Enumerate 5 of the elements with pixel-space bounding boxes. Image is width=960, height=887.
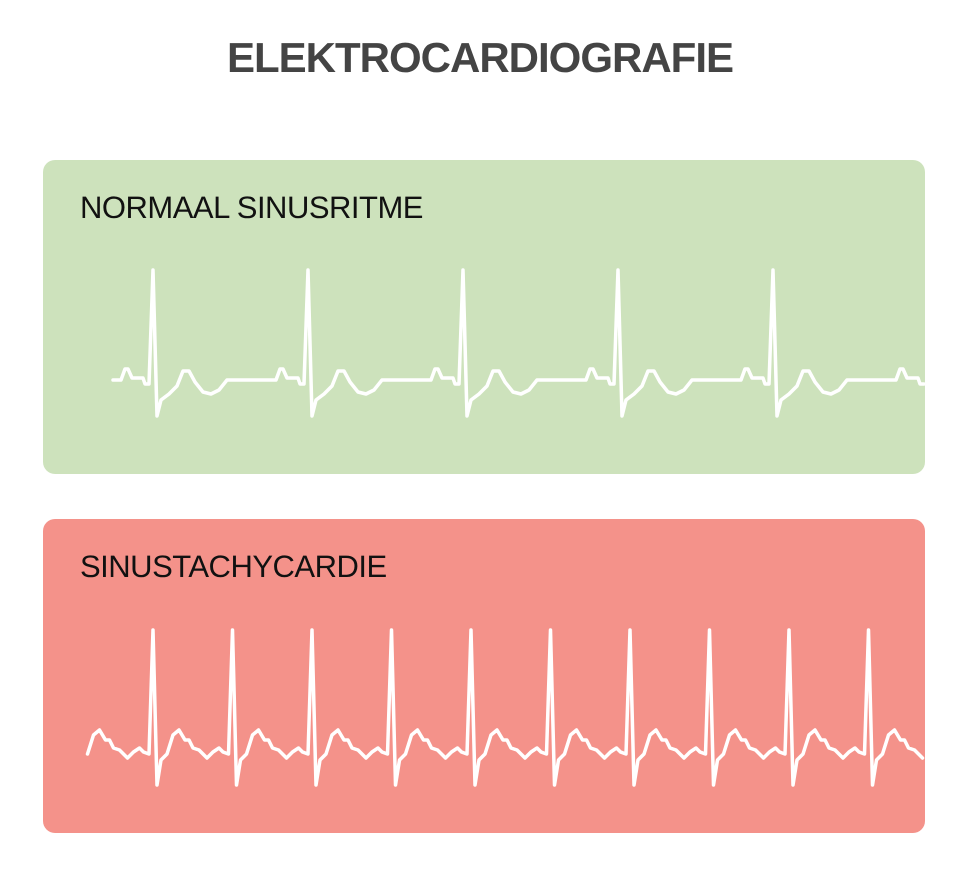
page-title: ELEKTROCARDIOGRAFIE	[226, 34, 734, 82]
panel-heading: NORMAAL SINUSRITME	[80, 190, 423, 226]
panel	[43, 160, 925, 474]
panel	[43, 519, 925, 833]
panel-heading: SINUSTACHYCARDIE	[80, 549, 387, 585]
